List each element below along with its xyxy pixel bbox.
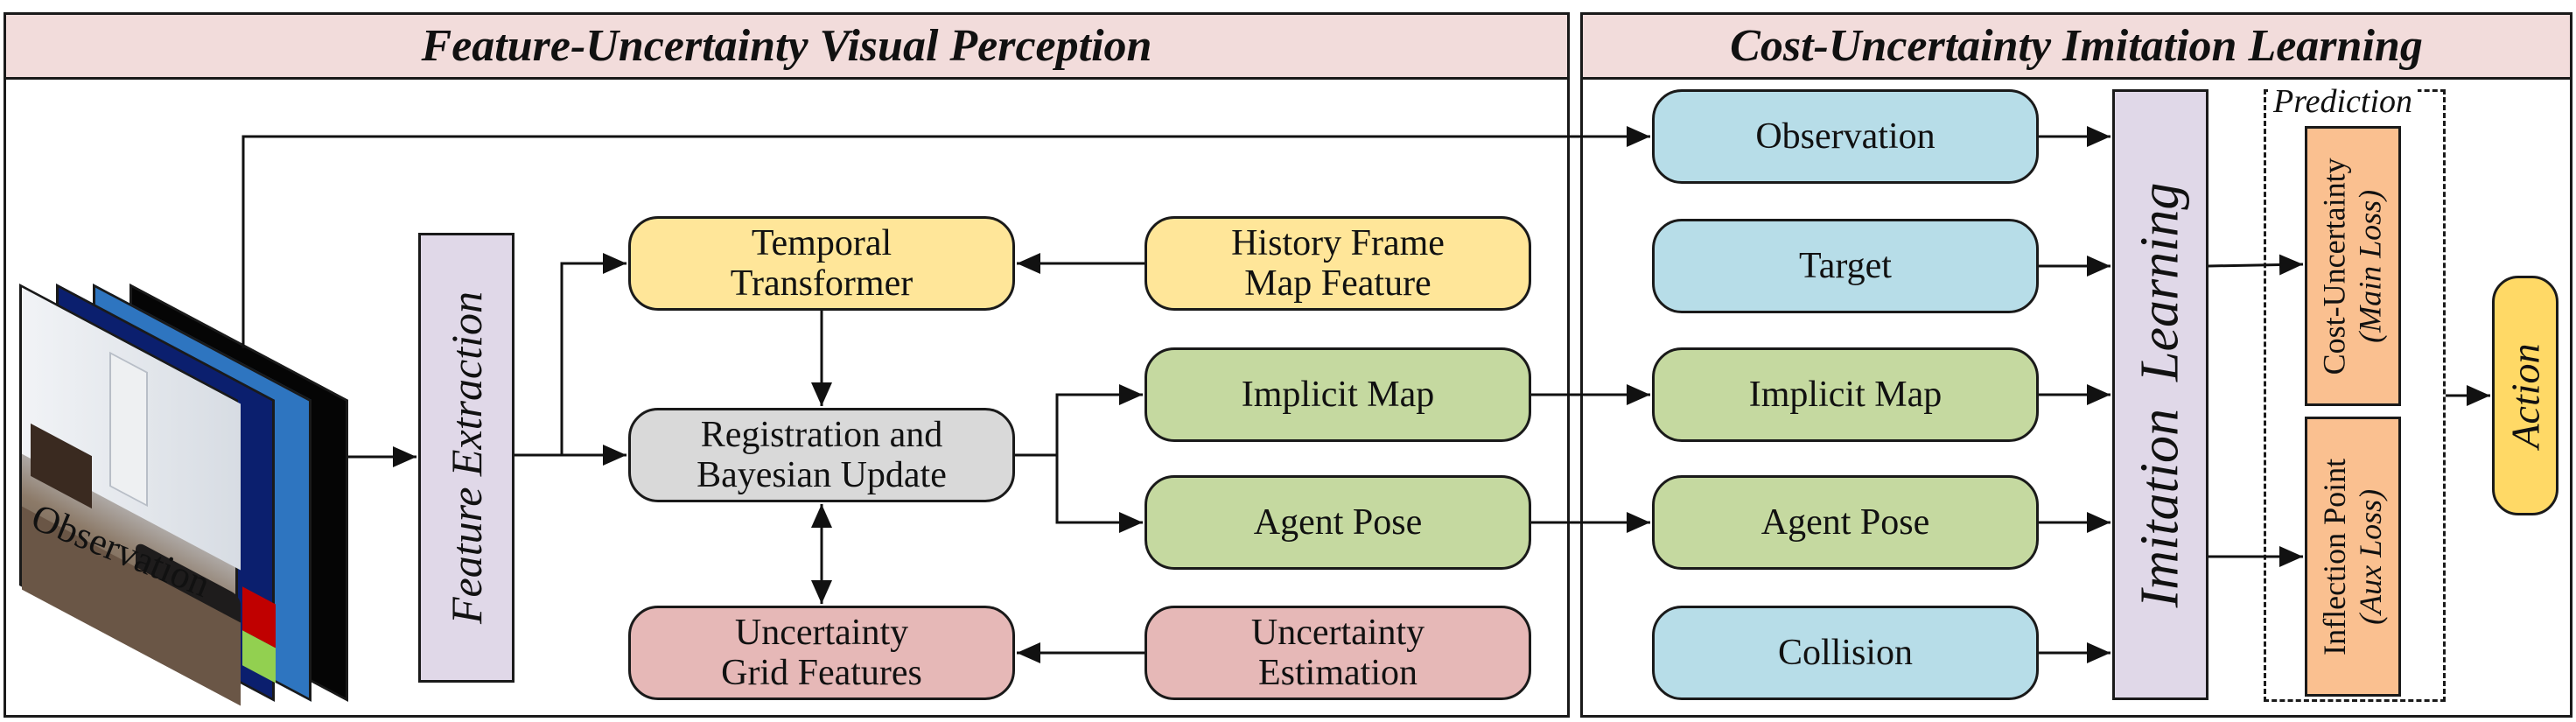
arrow-registration-to-implicit [1015,384,1143,457]
arrow-registration-to-pose [1055,455,1143,533]
uncertainty-estimation-node: Uncertainty Estimation [1144,606,1531,700]
implicit-map-node-left: Implicit Map [1144,347,1531,442]
prediction-label: Prediction [2268,82,2418,121]
right-panel-title: Cost-Uncertainty Imitation Learning [1583,15,2570,80]
feature-extraction-box: Feature Extraction [418,233,514,683]
agent-pose-input-node: Agent Pose [1652,475,2039,570]
arrow-feature-to-temporal [514,253,626,457]
arrow-il-to-cost [2208,254,2304,276]
cost-uncertainty-box: Cost-Uncertainty (Main Loss) [2305,126,2401,406]
implicit-map-input-node: Implicit Map [1652,347,2039,442]
target-input-node: Target [1652,219,2039,313]
registration-bayesian-update-node: Registration and Bayesian Update [628,408,1015,502]
action-box: Action [2492,276,2558,515]
observation-input-node: Observation [1652,89,2039,184]
agent-pose-node-left: Agent Pose [1144,475,1531,570]
uncertainty-grid-features-node: Uncertainty Grid Features [628,606,1015,700]
left-panel-title: Feature-Uncertainty Visual Perception [6,15,1567,80]
collision-input-node: Collision [1652,606,2039,700]
inflection-point-box: Inflection Point (Aux Loss) [2305,417,2401,697]
arrow-observation-to-input [242,126,1650,348]
temporal-transformer-node: Temporal Transformer [628,216,1015,311]
history-frame-map-feature-node: History Frame Map Feature [1144,216,1531,311]
imitation-learning-box: Imitation Learning [2112,89,2208,700]
